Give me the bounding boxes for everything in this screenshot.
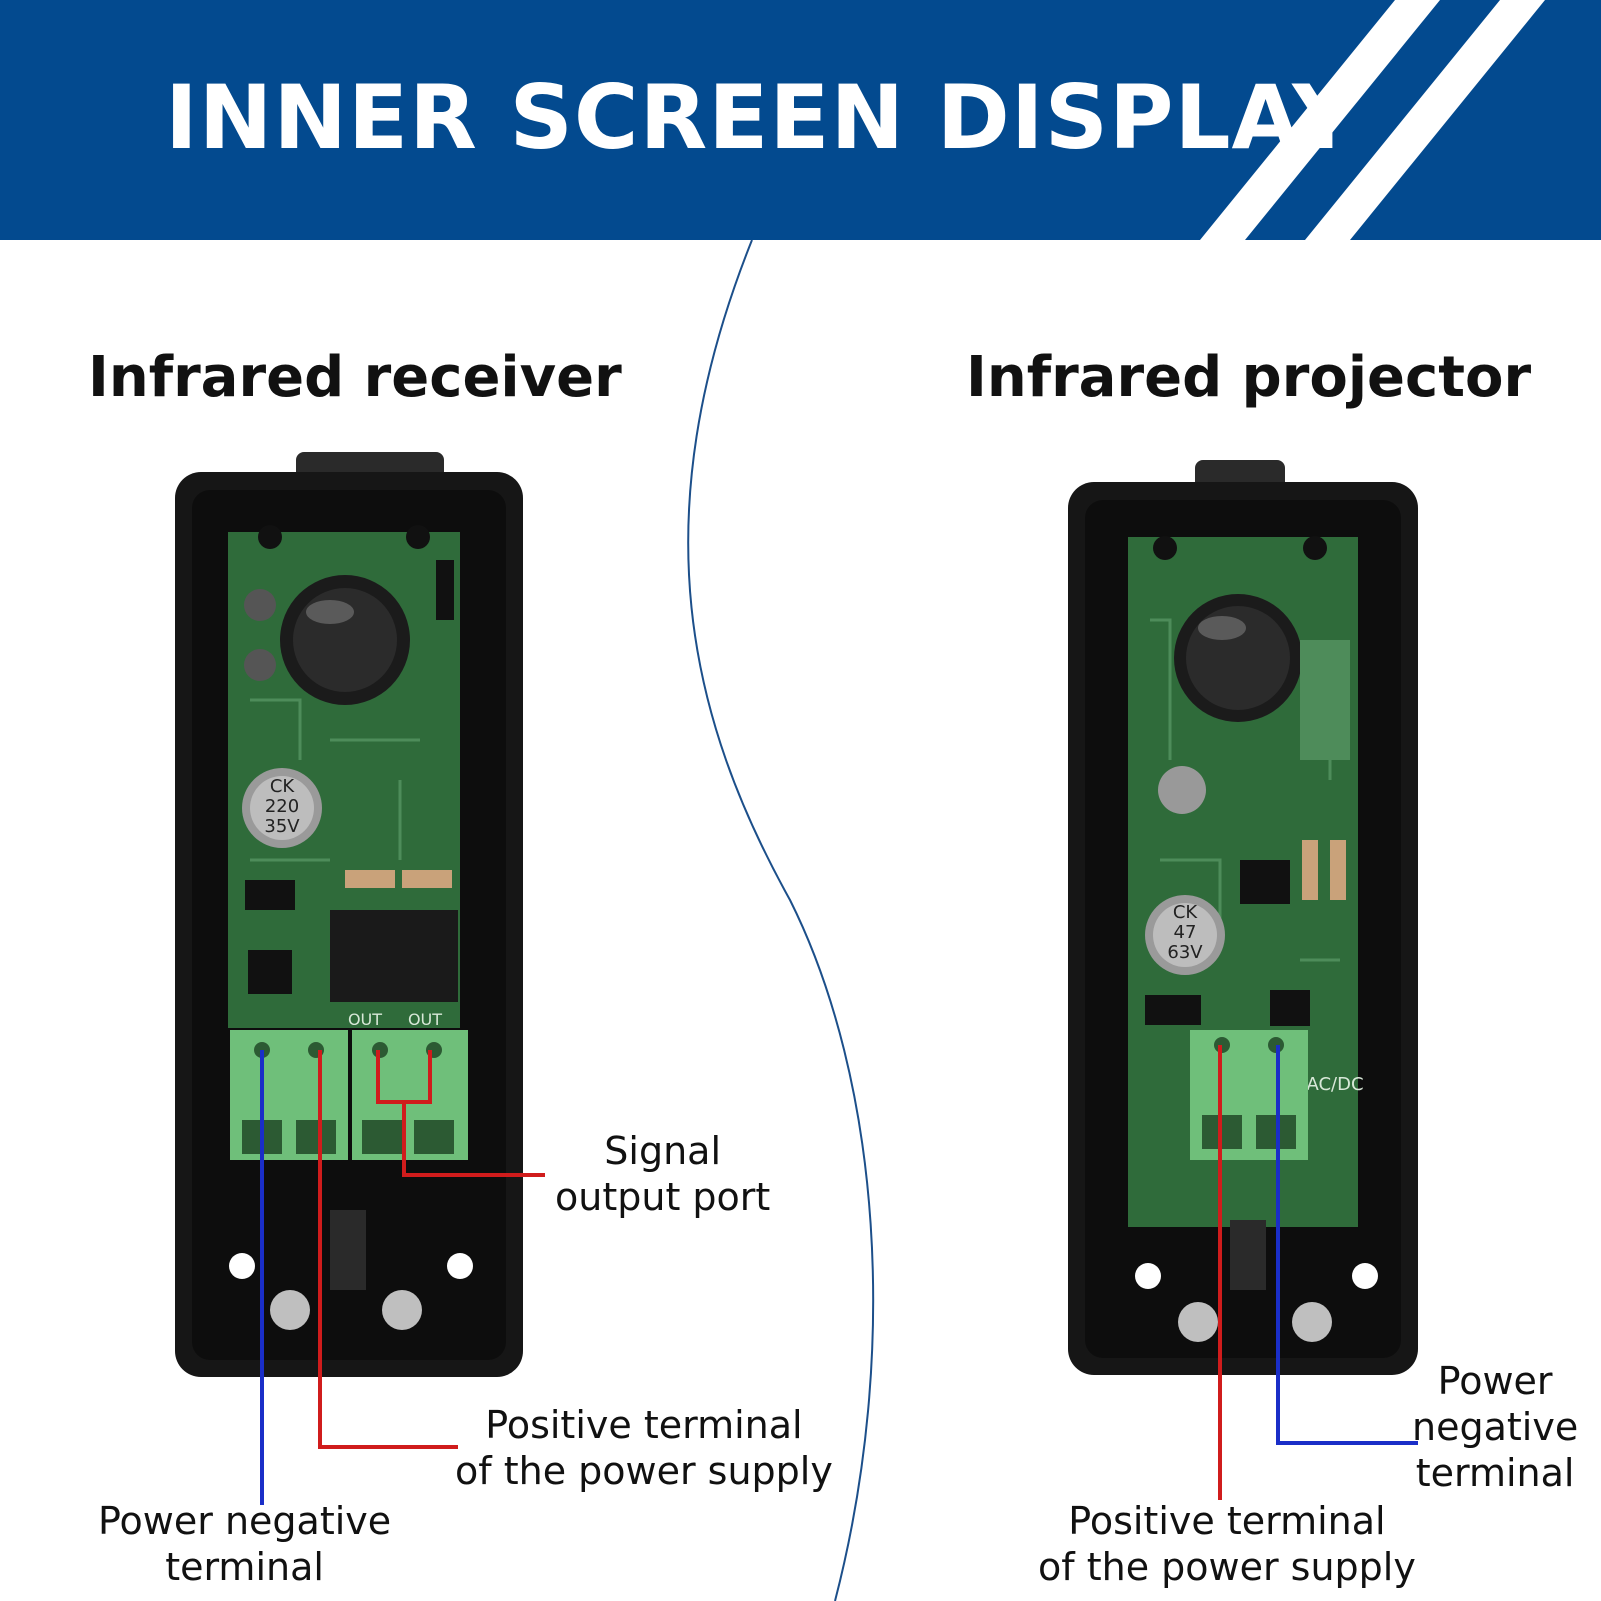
receiver-signal-line-1: Signal <box>604 1129 722 1173</box>
banner-stripe-1 <box>1200 0 1440 240</box>
receiver-signal-output-label: Signal output port <box>555 1128 770 1220</box>
projector-negative-line-3: terminal <box>1415 1451 1575 1495</box>
projector-positive-label: Positive terminal of the power supply <box>1038 1498 1416 1590</box>
projector-device: CK 47 63V AC/DC <box>1068 460 1418 1500</box>
receiver-negative-label: Power negative terminal <box>98 1498 391 1590</box>
projector-heading: Infrared projector <box>966 345 1532 410</box>
projector-acdc-marking: AC/DC <box>1306 1074 1363 1095</box>
receiver-cap-text-2: 220 <box>265 796 299 817</box>
banner-stripe-2 <box>1305 0 1545 240</box>
projector-cap-text-2: 47 <box>1174 922 1197 943</box>
banner-title: INNER SCREEN DISPLAY <box>165 66 1357 169</box>
receiver-signal-wire <box>402 1102 545 1177</box>
projector-negative-line-2: negative <box>1412 1405 1579 1449</box>
projector-positive-line-1: Positive terminal <box>1068 1499 1386 1543</box>
receiver-positive-wire <box>318 1050 458 1449</box>
receiver-out-marking-1: OUT <box>348 1010 382 1029</box>
projector-negative-line-1: Power <box>1437 1359 1553 1403</box>
receiver-device: CK 220 35V OUT OUT <box>175 452 545 1505</box>
receiver-positive-line-1: Positive terminal <box>485 1403 803 1447</box>
receiver-positive-line-2: of the power supply <box>455 1449 833 1493</box>
receiver-out-marking-2: OUT <box>408 1010 442 1029</box>
receiver-negative-line-2: terminal <box>165 1545 324 1589</box>
projector-cap-text-1: CK <box>1173 902 1199 923</box>
receiver-cap-text-1: CK <box>270 776 296 797</box>
projector-negative-wire <box>1276 1045 1418 1445</box>
receiver-heading: Infrared receiver <box>88 345 622 410</box>
header-banner <box>0 0 1601 240</box>
receiver-positive-label: Positive terminal of the power supply <box>455 1402 833 1494</box>
projector-negative-label: Power negative terminal <box>1412 1358 1578 1496</box>
receiver-relay <box>330 910 458 1002</box>
projector-ic-chip <box>1240 860 1290 904</box>
receiver-signal-line-2: output port <box>555 1175 771 1219</box>
receiver-negative-line-1: Power negative <box>98 1499 392 1543</box>
projector-positive-line-2: of the power supply <box>1038 1545 1416 1589</box>
receiver-cap-text-3: 35V <box>264 816 300 837</box>
projector-cap-text-3: 63V <box>1167 942 1203 963</box>
